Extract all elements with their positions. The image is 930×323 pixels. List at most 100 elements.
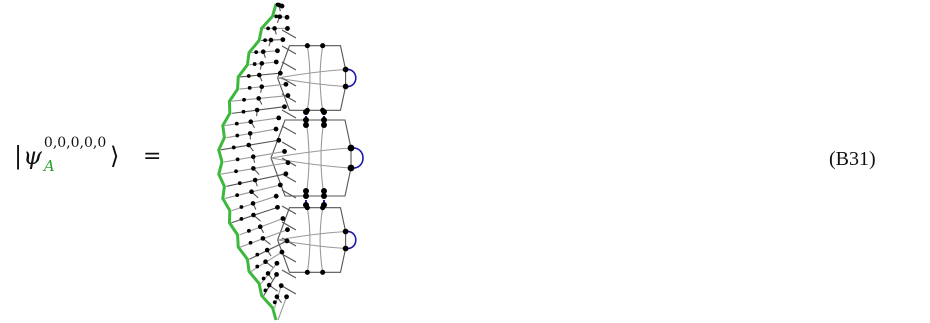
mesh-edge xyxy=(281,109,297,119)
superscript: 0,0,0,0,0 xyxy=(43,135,107,151)
network-node xyxy=(256,72,262,78)
network-node xyxy=(254,107,260,113)
network-node xyxy=(321,117,327,123)
network-node xyxy=(252,62,257,66)
network-node xyxy=(251,166,256,171)
network-node xyxy=(274,294,280,300)
network-node xyxy=(283,171,289,177)
network-node xyxy=(247,228,251,233)
equals-sign: = xyxy=(143,144,162,169)
tile-arc xyxy=(305,119,310,197)
network-node xyxy=(250,201,256,206)
network-node xyxy=(321,188,327,194)
network-node xyxy=(284,294,289,300)
mesh-edge xyxy=(281,205,297,215)
mesh-edge xyxy=(281,77,297,87)
network-node xyxy=(285,227,290,233)
network-node xyxy=(235,193,240,197)
network-node xyxy=(303,117,309,123)
tile-arc xyxy=(277,239,346,250)
network-node xyxy=(320,43,326,49)
network-nodes xyxy=(231,2,355,305)
network-node xyxy=(252,177,258,183)
network-node xyxy=(260,49,266,55)
network-node xyxy=(255,252,260,257)
network-node xyxy=(234,121,239,126)
mesh-edge xyxy=(281,269,297,279)
tile-outline xyxy=(270,119,352,197)
network-node xyxy=(246,74,251,78)
network-node xyxy=(242,97,246,102)
network-node xyxy=(277,14,283,20)
network-node xyxy=(342,83,349,90)
network-node xyxy=(247,131,253,136)
network-node xyxy=(347,144,355,152)
network-node xyxy=(321,109,327,115)
tile-arc xyxy=(319,207,324,273)
mesh-edge xyxy=(281,253,297,263)
network-node xyxy=(259,61,265,66)
network-node xyxy=(285,160,291,166)
network-node xyxy=(342,245,349,252)
network-node xyxy=(304,269,310,275)
network-node xyxy=(274,272,279,277)
network-node xyxy=(247,85,252,90)
network-node xyxy=(260,236,266,241)
network-node xyxy=(275,204,280,210)
tile-arc xyxy=(320,119,325,197)
network-node xyxy=(266,26,271,31)
network-node xyxy=(279,249,285,255)
network-node xyxy=(251,212,256,218)
mesh-edge xyxy=(281,125,297,135)
network-node xyxy=(303,109,309,115)
network-node xyxy=(278,283,284,289)
network-node xyxy=(280,216,286,221)
network-node xyxy=(237,181,242,186)
network-node xyxy=(239,205,244,209)
network-node xyxy=(273,59,279,65)
network-node xyxy=(285,26,290,31)
network-node xyxy=(254,50,259,55)
network-node xyxy=(304,43,310,49)
network-node xyxy=(241,109,246,114)
mesh-edge xyxy=(281,61,297,71)
network-node xyxy=(284,14,290,20)
network-node xyxy=(280,37,286,43)
network-node xyxy=(266,282,272,288)
network-node xyxy=(234,169,238,174)
mesh-edge xyxy=(277,296,288,321)
network-node xyxy=(342,66,349,73)
network-node xyxy=(255,264,260,269)
network-node xyxy=(303,193,309,199)
tile-arc xyxy=(270,157,352,169)
network-node xyxy=(263,288,268,293)
network-node xyxy=(282,149,287,154)
network-node xyxy=(303,202,309,208)
network-node xyxy=(321,122,327,128)
tile-arc xyxy=(277,68,346,79)
network-node xyxy=(249,189,254,195)
mesh-edge xyxy=(281,29,297,39)
network-node xyxy=(259,84,265,90)
network-node xyxy=(273,193,279,199)
green-boundary xyxy=(217,3,278,321)
network-node xyxy=(284,238,290,244)
equation-number: (B31) xyxy=(829,148,876,170)
mesh-edge xyxy=(281,141,297,151)
network-node xyxy=(235,157,240,162)
network-node xyxy=(303,122,309,128)
network-node xyxy=(285,93,291,98)
tile-arc xyxy=(306,207,311,273)
network-node xyxy=(256,96,261,101)
network-node xyxy=(272,26,277,31)
network-node xyxy=(282,104,287,110)
subscript: A xyxy=(43,157,55,175)
tile-outline xyxy=(277,207,347,273)
tile-arc xyxy=(270,147,352,159)
network-node xyxy=(235,133,240,138)
mesh-edge xyxy=(281,93,297,103)
network-node xyxy=(257,224,263,230)
network-node xyxy=(275,2,280,7)
network-node xyxy=(276,137,282,143)
network-node xyxy=(239,217,244,221)
